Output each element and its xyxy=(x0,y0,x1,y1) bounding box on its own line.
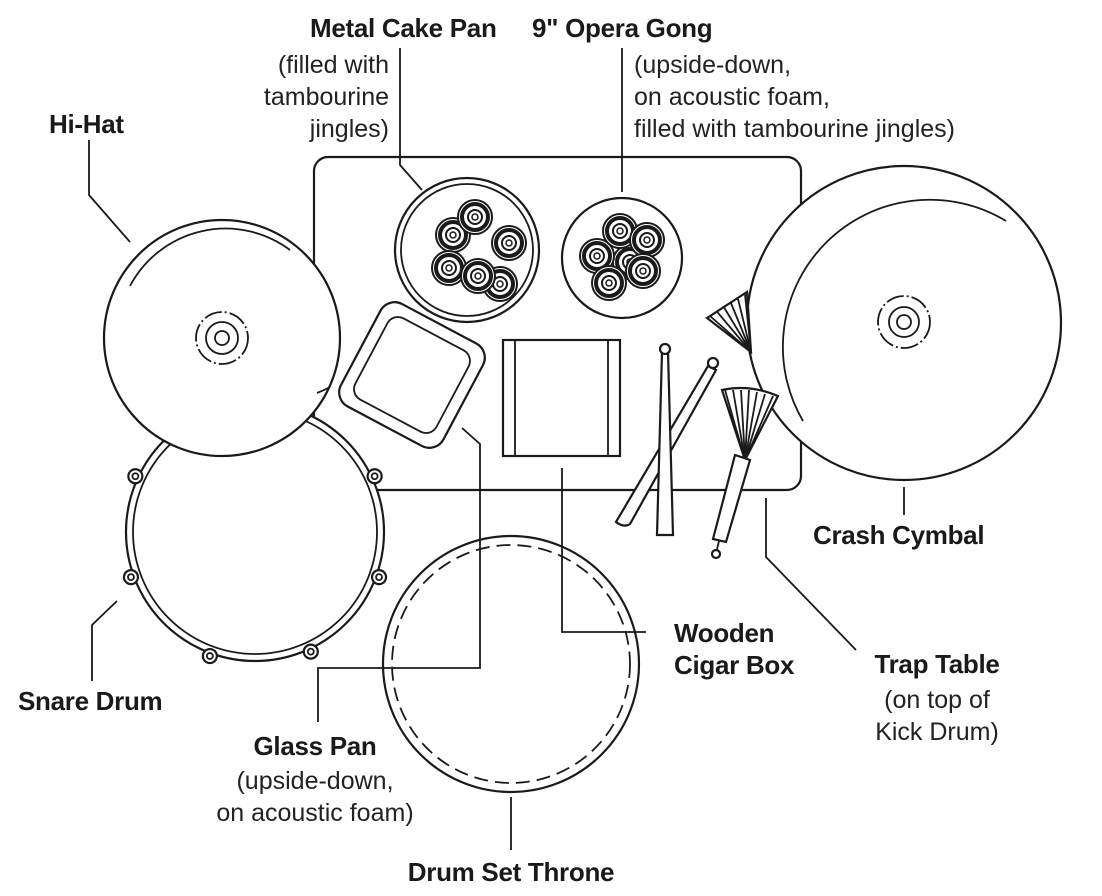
leader-snare xyxy=(91,600,118,681)
opera-gong-shape xyxy=(560,196,684,320)
glass-pan-label: Glass Pan xyxy=(253,731,377,761)
cigar-box-label: Wooden Cigar Box xyxy=(674,618,795,680)
tambourine-jingle xyxy=(629,222,665,258)
tambourine-jingle xyxy=(491,225,527,261)
leader-glass-pan xyxy=(317,427,481,722)
trap-table-note: (on top of Kick Drum) xyxy=(875,686,999,746)
metal-cake-pan-shape xyxy=(393,176,541,324)
throne-label: Drum Set Throne xyxy=(407,857,615,887)
leader-cigar-box xyxy=(561,468,646,633)
snare-drum-label: Snare Drum xyxy=(18,686,163,716)
tambourine-jingle xyxy=(579,238,615,274)
opera-gong-note: (upside-down, on acoustic foam, filled w… xyxy=(634,51,955,143)
brush-lower xyxy=(710,386,780,560)
cigar-box-shape xyxy=(501,338,622,458)
snare-lug xyxy=(366,468,383,485)
brush-upper xyxy=(705,290,753,355)
leader-cake-pan xyxy=(399,48,423,191)
leader-trap-table xyxy=(765,498,857,651)
metal-cake-pan-note: (filled with tambourine jingles) xyxy=(263,51,389,143)
drumstick-vertical xyxy=(655,342,675,537)
crash-cymbal-shape xyxy=(745,164,1063,482)
tambourine-jingle xyxy=(457,199,493,235)
tambourine-jingle xyxy=(591,265,627,301)
snare-lug xyxy=(302,643,319,660)
hi-hat-shape xyxy=(102,218,342,458)
tambourine-jingle xyxy=(435,217,471,253)
leader-hi-hat xyxy=(88,140,131,243)
glass-pan-note: (upside-down, on acoustic foam) xyxy=(216,767,414,827)
glass-pan-shape xyxy=(338,301,486,449)
hi-hat-label: Hi-Hat xyxy=(49,109,124,139)
snare-lug xyxy=(122,569,140,586)
tambourine-jingle xyxy=(460,258,496,294)
snare-lug xyxy=(370,569,388,586)
snare-lug xyxy=(201,647,218,665)
crash-cymbal-label: Crash Cymbal xyxy=(813,520,985,550)
snare-lug xyxy=(127,468,144,485)
metal-cake-pan-label: Metal Cake Pan xyxy=(310,13,497,43)
tambourine-jingle xyxy=(625,253,661,289)
throne-shape xyxy=(381,534,641,794)
leader-lines xyxy=(88,48,905,850)
trap-table-label: Trap Table xyxy=(874,649,1000,679)
opera-gong-label: 9" Opera Gong xyxy=(532,13,713,43)
